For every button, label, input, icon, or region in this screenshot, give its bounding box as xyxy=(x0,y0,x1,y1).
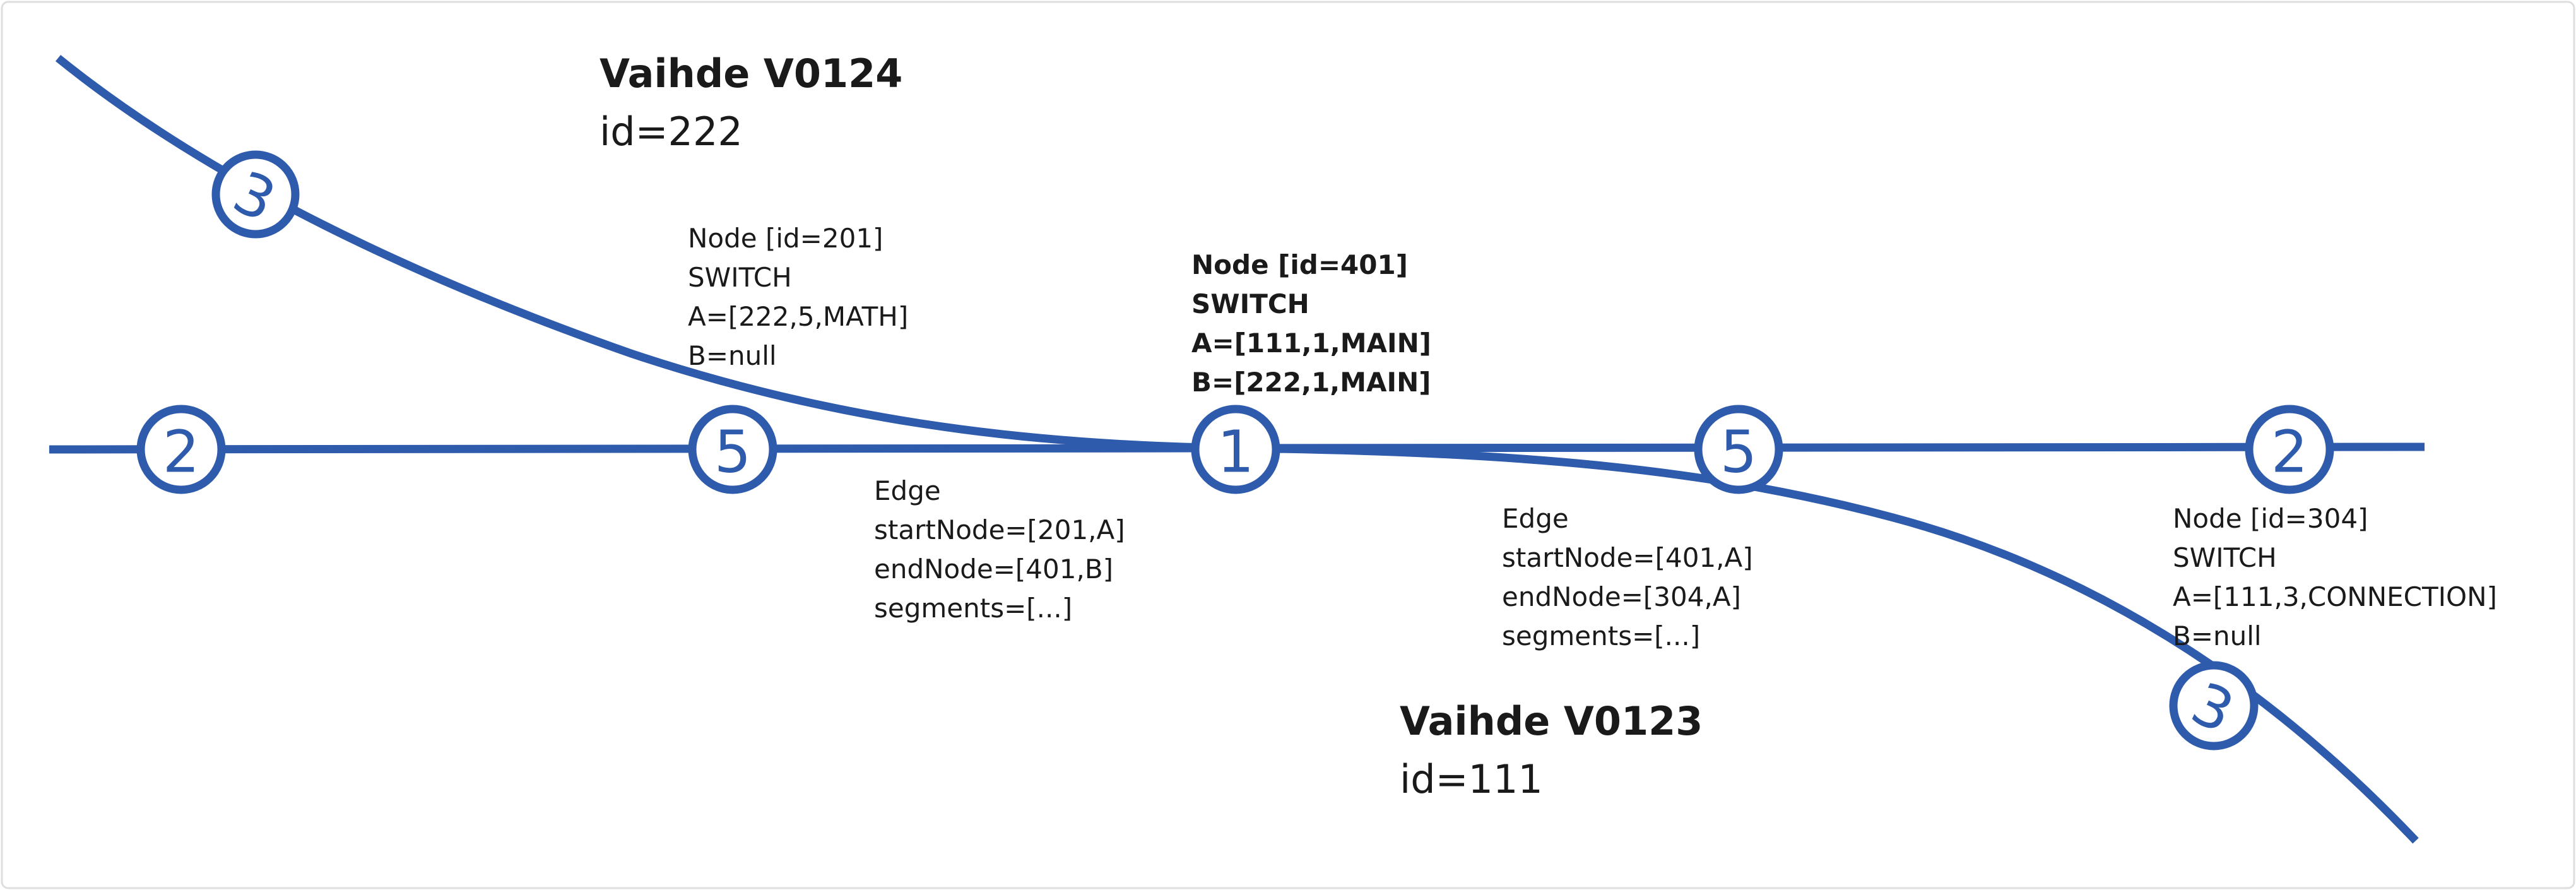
branch-track-v0124 xyxy=(55,54,1238,453)
info-line: segments=[...] xyxy=(1502,620,1700,651)
node-401-info: Node [id=401] SWITCH A=[111,1,MAIN] B=[2… xyxy=(1191,249,1431,398)
info-line: Edge xyxy=(1502,503,1569,534)
info-line: B=null xyxy=(688,340,777,371)
switch-title-v0123: Vaihde V0123 xyxy=(1400,698,1703,744)
joint-label: 5 xyxy=(1720,418,1758,486)
joint-label: 1 xyxy=(1217,418,1255,486)
joint-2-right: 2 xyxy=(2245,405,2334,494)
info-line: endNode=[401,B] xyxy=(874,554,1113,584)
joint-1-center: 1 xyxy=(1191,405,1280,494)
info-line: endNode=[304,A] xyxy=(1502,581,1741,612)
node-201-info: Node [id=201] SWITCH A=[222,5,MATH] B=nu… xyxy=(688,223,908,371)
switch-id-v0124: id=222 xyxy=(600,109,743,155)
info-line: segments=[...] xyxy=(874,593,1072,624)
info-line: A=[111,3,CONNECTION] xyxy=(2173,581,2497,612)
joint-label: 2 xyxy=(163,418,200,486)
info-line: Node [id=201] xyxy=(688,223,883,254)
info-line: SWITCH xyxy=(688,262,792,293)
info-line: SWITCH xyxy=(1191,288,1309,319)
joint-2-left: 2 xyxy=(136,405,226,494)
joint-3-v0123: 3 xyxy=(2169,661,2259,751)
info-line: A=[222,5,MATH] xyxy=(688,301,908,332)
edge-401-304-info: Edge startNode=[401,A] endNode=[304,A] s… xyxy=(1502,503,1753,651)
info-line: startNode=[201,A] xyxy=(874,514,1125,545)
info-line: Edge xyxy=(874,475,941,506)
switch-title-v0124: Vaihde V0124 xyxy=(600,50,902,97)
joint-label: 2 xyxy=(2271,418,2308,486)
switch-id-v0123: id=111 xyxy=(1400,756,1543,802)
joint-5-right: 5 xyxy=(1694,405,1783,494)
joint-5-left: 5 xyxy=(688,405,777,494)
joint-label: 5 xyxy=(714,418,752,486)
info-line: SWITCH xyxy=(2173,542,2277,573)
info-line: A=[111,1,MAIN] xyxy=(1191,328,1431,359)
edge-201-401-info: Edge startNode=[201,A] endNode=[401,B] s… xyxy=(874,475,1125,624)
info-line: B=null xyxy=(2173,620,2262,651)
node-304-info: Node [id=304] SWITCH A=[111,3,CONNECTION… xyxy=(2173,503,2497,651)
info-line: Node [id=401] xyxy=(1191,249,1408,280)
info-line: Node [id=304] xyxy=(2173,503,2368,534)
info-line: startNode=[401,A] xyxy=(1502,542,1753,573)
joint-3-v0124: 3 xyxy=(211,150,300,239)
info-line: B=[222,1,MAIN] xyxy=(1191,367,1431,398)
